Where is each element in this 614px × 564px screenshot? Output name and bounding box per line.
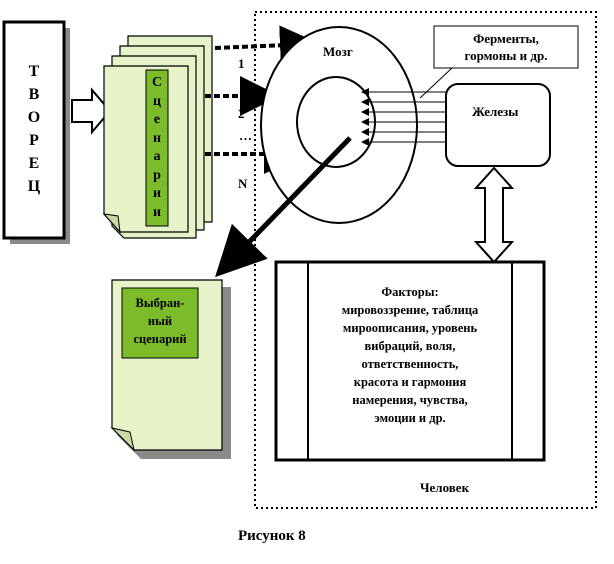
scenario-pages-stack xyxy=(102,35,213,239)
person-label: Человек xyxy=(420,480,470,495)
factors-line: намерения, чувства, xyxy=(352,393,468,407)
path-label-n: N xyxy=(238,176,248,191)
factors-box xyxy=(274,260,546,462)
creator-letter: Т xyxy=(28,63,40,80)
scenarios-label: С ц е н а р и и xyxy=(146,74,168,222)
scenarios-letter: и xyxy=(152,204,162,220)
hormones-line: гормоны и др. xyxy=(464,48,548,63)
hormone-arrows xyxy=(361,88,446,146)
chosen-scenario-label: Выбран- ный сценарий xyxy=(122,294,198,348)
chosen-line: сценарий xyxy=(133,332,187,346)
glands-box xyxy=(445,83,551,167)
path-label-2: 2 xyxy=(238,106,245,121)
chosen-line: Выбран- xyxy=(135,296,185,310)
brain-label: Мозг xyxy=(323,44,353,59)
factors-line: красота и гармония xyxy=(353,375,467,389)
glands-label: Железы xyxy=(472,104,519,119)
scenarios-letter: н xyxy=(152,130,162,146)
creator-to-scenarios-arrow xyxy=(71,87,112,135)
factors-line: эмоции и др. xyxy=(374,411,446,425)
creator-letter: О xyxy=(27,109,41,126)
scenarios-letter: а xyxy=(153,149,161,164)
creator-letter: Ц xyxy=(27,178,41,195)
scenario-title-strip xyxy=(145,69,169,227)
creator-letter: Е xyxy=(28,155,40,172)
scenarios-letter: и xyxy=(152,186,162,201)
chosen-scenario-page xyxy=(110,279,231,459)
factors-line: мироописания, уровень xyxy=(342,321,478,335)
factors-line: мировоззрение, таблица xyxy=(341,303,479,317)
hormones-callout xyxy=(433,25,579,69)
scenarios-letter: е xyxy=(153,112,161,127)
chosen-title-box xyxy=(121,287,199,359)
hormones-label: Ферменты, гормоны и др. xyxy=(434,30,578,64)
factors-line: вибраций, воля, xyxy=(364,339,456,353)
factors-label: Факторы: мировоззрение, таблица мироопис… xyxy=(310,283,510,427)
hormones-line: Ферменты, xyxy=(473,31,539,46)
path-label-1: 1 xyxy=(238,56,245,71)
creator-label: Т В О Р Е Ц xyxy=(4,60,64,198)
factors-line: ответственность, xyxy=(361,357,459,371)
creator-box xyxy=(2,20,66,240)
creator-letter: В xyxy=(28,86,40,103)
scenarios-letter: С xyxy=(151,75,163,90)
creator-letter: Р xyxy=(29,132,39,149)
scenarios-letter: ц xyxy=(152,93,162,109)
glands-factors-double-arrow xyxy=(473,166,515,264)
factors-line: Факторы: xyxy=(381,285,439,299)
path-label-dots: … xyxy=(239,128,252,143)
figure-caption: Рисунок 8 xyxy=(238,528,306,544)
hormones-callout-pointer xyxy=(419,67,453,99)
scenarios-letter: р xyxy=(153,167,161,183)
chosen-line: ный xyxy=(147,314,173,328)
brain-to-chosen-arrow xyxy=(215,136,352,278)
path-arrow-1 xyxy=(214,25,320,66)
